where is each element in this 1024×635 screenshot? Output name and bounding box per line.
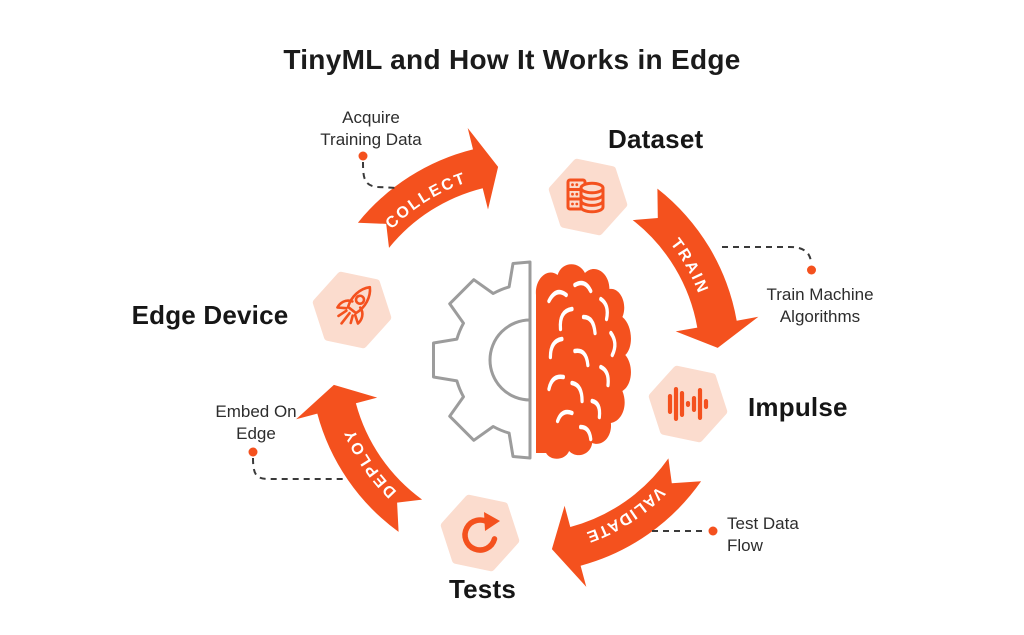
database-icon (566, 178, 605, 214)
rocket-icon (336, 285, 372, 325)
page-title: TinyML and How It Works in Edge (283, 44, 741, 75)
train-arrow (632, 188, 759, 348)
impulse-label: Impulse (748, 392, 848, 422)
annotation-acquire-training-data: Acquire Training Data (320, 108, 422, 150)
train-connector-line (722, 246, 812, 263)
acquire-connector-dot (358, 151, 368, 161)
edge-device-label: Edge Device (131, 300, 289, 330)
gear-half-icon (432, 260, 532, 460)
annotation-train-machine-algorithms: Train Machine Algorithms (766, 285, 874, 327)
hexagon-background (440, 494, 520, 572)
validate-arrow (551, 458, 702, 587)
refresh-cycle-icon (462, 512, 500, 553)
dataset-label: Dataset (608, 124, 704, 154)
brain-half-icon (535, 264, 631, 459)
node-tests (440, 494, 520, 572)
acquire-connector-line (362, 161, 398, 189)
node-impulse (648, 365, 728, 443)
embed-connector-line (252, 457, 344, 480)
embed-connector-dot (248, 447, 258, 457)
deploy-arrow (296, 384, 423, 532)
tests-label: Tests (449, 574, 516, 604)
node-dataset (548, 158, 628, 236)
node-edge-device (312, 271, 392, 349)
test-connector-dot (708, 526, 718, 536)
annotation-embed-on-edge: Embed On Edge (215, 402, 297, 444)
audio-waveform-icon (667, 387, 709, 421)
train-connector-dot (807, 265, 816, 275)
gear-brain-illustration (432, 260, 631, 460)
annotation-test-data-flow: Test Data Flow (727, 514, 799, 556)
collect-arrow (357, 128, 499, 248)
